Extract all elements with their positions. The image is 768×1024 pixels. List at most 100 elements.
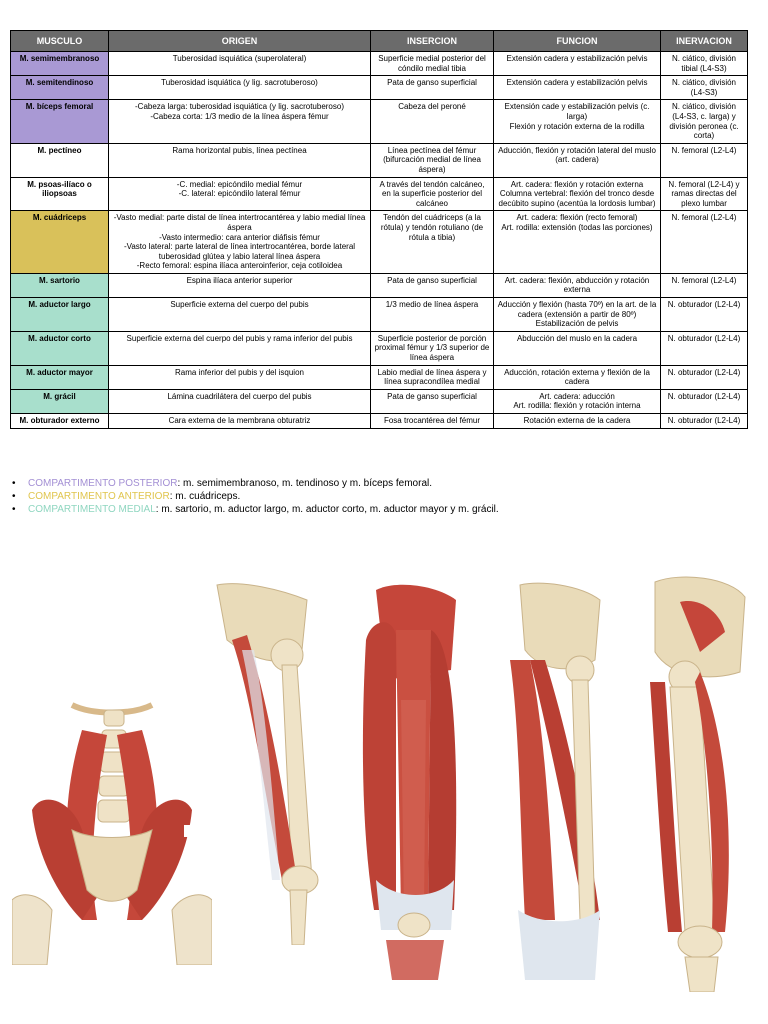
cell-muscle: M. aductor mayor [10, 364, 109, 390]
cell-origen: Lámina cuadrilátera del cuerpo del pubis [108, 388, 371, 415]
cell-funcion: Aducción, flexión y rotación lateral del… [493, 142, 661, 178]
funcion-text: Extensión cade y estabilización pelvis (… [504, 102, 650, 131]
inervacion-text: N. obturador (L2-L4) [667, 300, 741, 310]
inervacion-text: N. obturador (L2-L4) [667, 333, 741, 343]
cell-inervacion: N. ciático, división (L4-S3, c. larga) y… [660, 99, 748, 144]
legend-text: COMPARTIMENTO ANTERIOR: m. cuádriceps. [28, 490, 240, 503]
legend-description: : m. sartorio, m. aductor largo, m. aduc… [155, 504, 499, 515]
cell-insercion: Superficie posterior de porción proximal… [370, 330, 494, 366]
origen-text: -Vasto medial: parte distal de línea int… [113, 213, 366, 271]
header-funcion: FUNCION [493, 30, 661, 52]
muscle-text: M. sartorio [39, 275, 80, 285]
origen-text: -C. medial: epicóndilo medial fémur -C. … [176, 179, 303, 199]
insercion-text: A través del tendón calcáneo, en la supe… [379, 179, 485, 208]
cell-origen: Espina ilíaca anterior superior [108, 272, 371, 299]
table-row: M. sartorio Espina ilíaca anterior superi… [10, 272, 748, 299]
adductor-magnus-illustration [640, 572, 750, 992]
muscle-text: M. aductor corto [28, 333, 91, 343]
cell-origen: Rama inferior del pubis y del isquion [108, 364, 371, 390]
header-insercion: INSERCION [370, 30, 494, 52]
cell-insercion: Tendón del cuádriceps (a la rótula) y te… [370, 210, 494, 274]
funcion-text: Aducción, flexión y rotación lateral del… [498, 145, 656, 165]
psoas-iliacus-illustration [12, 690, 212, 965]
funcion-text: Abducción del muslo en la cadera [516, 333, 638, 343]
funcion-text: Extensión cadera y estabilización pelvis [506, 54, 648, 63]
cell-funcion: Aducción, rotación externa y flexión de … [493, 364, 661, 390]
cell-inervacion: N. femoral (L2-L4) [660, 142, 748, 178]
legend-label: COMPARTIMENTO MEDIAL [28, 504, 156, 515]
cell-funcion: Art. cadera: flexión y rotación externa … [493, 176, 661, 212]
insercion-text: Superficie medial posterior del cóndilo … [378, 54, 486, 73]
muscle-text: M. cuádriceps [32, 213, 87, 223]
quadriceps-illustration [356, 580, 466, 980]
cell-muscle: M. semimembranoso [10, 50, 109, 77]
cell-funcion: Art. cadera: aducción Art. rodilla: flex… [493, 388, 661, 415]
muscle-table: MUSCULO ORIGEN INSERCION FUNCION INERVAC… [10, 30, 748, 429]
insercion-text: Pata de ganso superficial [387, 78, 477, 88]
cell-insercion: Pata de ganso superficial [370, 272, 494, 299]
insercion-text: Cabeza del peroné [398, 102, 466, 112]
cell-origen: Superficie externa del cuerpo del pubis [108, 297, 371, 332]
cell-inervacion: N. ciático, división (L4-S3) [660, 75, 748, 101]
cell-inervacion: N. femoral (L2-L4) y ramas directas del … [660, 176, 748, 212]
cell-funcion: Extensión cadera y estabilización pelvis [493, 75, 661, 101]
adductor-longus-illustration [500, 580, 610, 980]
legend-item: • COMPARTIMENTO MEDIAL: m. sartorio, m. a… [12, 503, 499, 516]
funcion-text: Art. cadera: flexión y rotación externa … [498, 179, 656, 208]
cell-origen: Tuberosidad isquiática (y lig. sacrotube… [108, 75, 371, 101]
legend-text: COMPARTIMENTO MEDIAL: m. sartorio, m. ad… [28, 503, 499, 516]
inervacion-text: N. ciático, división (L4-S3) [671, 78, 737, 97]
table-row: M. cuádriceps -Vasto medial: parte distal… [10, 210, 748, 274]
table-row: M. semitendinoso Tuberosidad isquiática (… [10, 75, 748, 101]
pectineus-sartorius-illustration [212, 580, 332, 945]
insercion-text: Línea pectínea del fémur (bifurcación me… [383, 145, 481, 174]
muscle-text: M. bíceps femoral [25, 102, 94, 112]
insercion-text: Labio medial de línea áspera y línea sup… [377, 367, 487, 387]
cell-origen: -Vasto medial: parte distal de línea int… [108, 210, 371, 274]
legend-description: : m. cuádriceps. [169, 491, 241, 502]
legend-text: COMPARTIMENTO POSTERIOR: m. semimembrano… [28, 477, 432, 490]
inervacion-text: N. ciático, división (L4-S3, c. larga) y… [669, 102, 739, 141]
cell-insercion: Cabeza del peroné [370, 99, 494, 144]
cell-muscle: M. semitendinoso [10, 75, 109, 101]
table-row: M. aductor largo Superficie externa del c… [10, 297, 748, 332]
funcion-text: Aducción y flexión (hasta 70º) en la art… [497, 300, 657, 329]
origen-text: Tuberosidad isquiática (y lig. sacrotube… [161, 78, 318, 88]
cell-insercion: Labio medial de línea áspera y línea sup… [370, 364, 494, 390]
inervacion-text: N. obturador (L2-L4) [667, 391, 741, 401]
bullet-icon: • [12, 504, 16, 515]
inervacion-text: N. ciático, división tibial (L4-S3) [671, 54, 737, 73]
muscle-text: M. psoas-ilíaco o iliopsoas [27, 179, 92, 199]
cell-muscle: M. aductor largo [10, 297, 109, 332]
cell-funcion: Rotación externa de la cadera [493, 413, 661, 429]
legend-label: COMPARTIMENTO POSTERIOR [28, 478, 178, 489]
cell-insercion: Pata de ganso superficial [370, 388, 494, 415]
legend-description: : m. semimembranoso, m. tendinoso y m. b… [177, 478, 433, 489]
insercion-text: Pata de ganso superficial [387, 391, 477, 401]
cell-muscle: M. cuádriceps [10, 210, 109, 274]
origen-text: Superficie externa del cuerpo del pubis [170, 300, 309, 310]
funcion-text: Rotación externa de la cadera [523, 416, 631, 425]
bullet-icon: • [12, 478, 16, 489]
inervacion-text: N. obturador (L2-L4) [667, 416, 741, 425]
table-row: M. bíceps femoral-Cabeza larga: tuberosi… [10, 99, 748, 144]
muscle-text: M. semitendinoso [25, 78, 94, 88]
header-origen: ORIGEN [108, 30, 371, 52]
cell-origen: Rama horizontal pubis, línea pectínea [108, 142, 371, 178]
legend-item: •COMPARTIMENTO ANTERIOR: m. cuádriceps. [12, 490, 499, 503]
cell-funcion: Abducción del muslo en la cadera [493, 330, 661, 366]
origen-text: Espina ilíaca anterior superior [186, 275, 293, 285]
funcion-text: Art. cadera: flexión (recto femoral) Art… [501, 213, 653, 232]
cell-insercion: A través del tendón calcáneo, en la supe… [370, 176, 494, 212]
cell-origen: Cara externa de la membrana obturatriz [108, 413, 371, 429]
cell-funcion: Extensión cade y estabilización pelvis (… [493, 99, 661, 144]
muscle-text: M. aductor largo [28, 300, 91, 310]
inervacion-text: N. femoral (L2-L4) y ramas directas del … [668, 179, 740, 208]
cell-inervacion: N. obturador (L2-L4) [660, 364, 748, 390]
cell-muscle: M. sartorio [10, 272, 109, 299]
cell-insercion: 1/3 medio de línea áspera [370, 297, 494, 332]
funcion-text: Art. cadera: aducción Art. rodilla: flex… [513, 391, 641, 411]
